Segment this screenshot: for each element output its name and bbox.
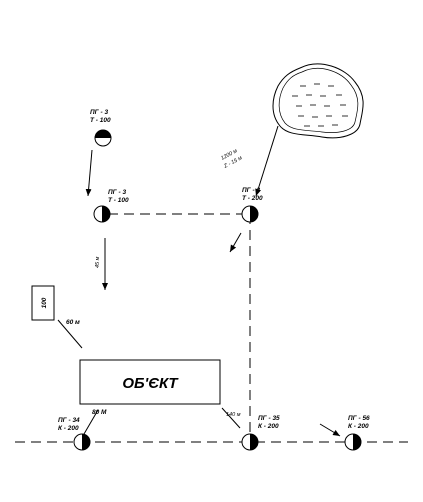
object-label: ОБ'ЄКТ	[122, 375, 179, 392]
hydrant-pg3-top: ПГ - 3 Т - 100	[90, 109, 112, 147]
hydrant-code: ПГ - 2	[242, 187, 260, 194]
pond-inner-outline	[278, 68, 359, 133]
hydrant-spec: Т - 100	[108, 197, 129, 204]
pond-arrow	[255, 125, 279, 197]
hydrant-code: ПГ - 56	[348, 415, 370, 422]
bottom-right-distance-label: 140 м	[226, 412, 241, 418]
pg56-arrow	[319, 423, 341, 437]
hydrant-fill	[353, 434, 361, 450]
object-building: ОБ'ЄКТ	[79, 359, 221, 405]
hydrant-fill	[250, 206, 258, 222]
hydrant-spec: К - 200	[348, 423, 369, 430]
hydrant-pg56: ПГ - 56 К - 200	[344, 415, 370, 451]
pg2-arrow	[229, 232, 242, 253]
hydrant-fill	[250, 434, 258, 450]
bottom-left-distance-label: 80 М	[92, 409, 107, 416]
small-box-rect	[31, 285, 55, 321]
bottom-left-diag-line	[83, 409, 99, 435]
hydrant-spec: К - 200	[258, 423, 279, 430]
pond	[272, 63, 364, 139]
top-hydrant-arrow	[85, 149, 93, 197]
small-box-label: 100	[41, 297, 48, 308]
pond-water-marks	[292, 83, 348, 127]
left-diag-distance-label: 60 м	[66, 319, 80, 326]
hydrant-code: ПГ - 3	[90, 109, 108, 116]
hydrant-spec: Т - 100	[90, 117, 111, 124]
hydrant-code: ПГ - 3	[108, 189, 126, 196]
hydrant-code: ПГ - 35	[258, 415, 280, 422]
hydrant-fill	[95, 130, 111, 138]
pond-outer-outline	[272, 63, 364, 139]
hydrant-pg35: ПГ - 35 К - 200	[241, 415, 280, 451]
left-vertical-distance-label: 45 м	[95, 256, 101, 268]
hydrant-fill	[102, 206, 110, 222]
hydrant-spec: Т - 200	[242, 195, 263, 202]
distance-arrows	[57, 125, 341, 437]
left-diag-line	[57, 319, 83, 349]
hydrant-pg2: ПГ - 2 Т - 200	[241, 187, 263, 223]
water-mains	[15, 213, 408, 443]
hydrant-fill	[82, 434, 90, 450]
hydrant-spec: К - 200	[58, 425, 79, 432]
hydrant-code: ПГ - 34	[58, 417, 80, 424]
bottom-right-diag-line	[221, 407, 241, 429]
small-box: 100	[31, 285, 55, 321]
hydrant-pg3-mid: ПГ - 3 Т - 100	[93, 189, 129, 223]
hydrant-pg34: ПГ - 34 К - 200	[58, 417, 91, 451]
object-rect	[79, 359, 221, 405]
